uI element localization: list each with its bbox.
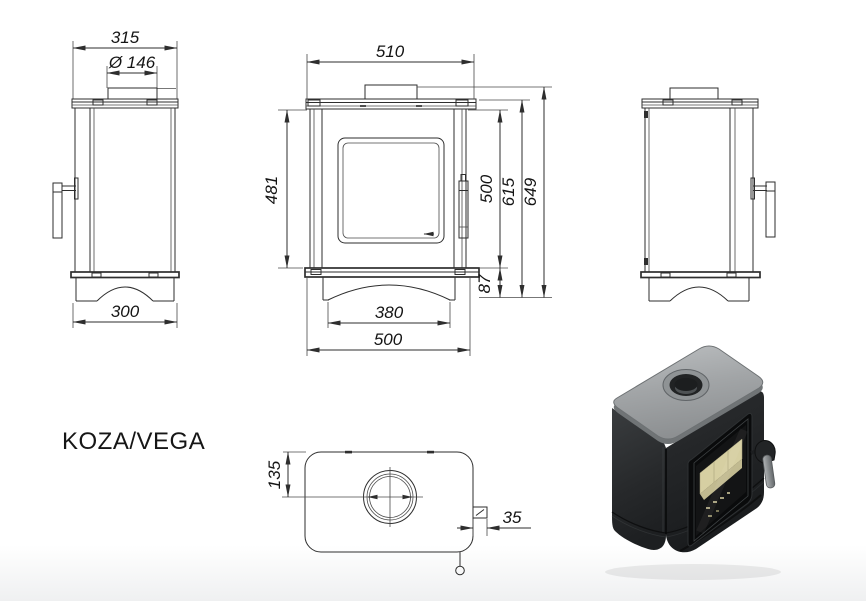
dim-width-base: 500 xyxy=(374,330,403,349)
render-ember-glints xyxy=(706,492,730,517)
base-arch xyxy=(96,286,154,302)
render-shadow xyxy=(605,564,781,580)
base-arch xyxy=(327,284,451,301)
dim-depth-base: 300 xyxy=(111,302,140,321)
flue-collar xyxy=(669,87,719,99)
dim-glass-height: 481 xyxy=(262,176,281,204)
door-glass-inner xyxy=(342,142,440,239)
door-glass-outer xyxy=(337,137,445,244)
side-view-right xyxy=(640,87,776,302)
dim-flue-diameter: Ø 146 xyxy=(108,53,156,72)
handle-tab xyxy=(472,506,488,519)
side-view-left-dimensions: 315 Ø 146 300 xyxy=(72,28,178,328)
base-arch xyxy=(669,286,729,302)
sheet-bottom-shading xyxy=(0,545,866,601)
door-handle-side xyxy=(52,182,63,239)
front-view-dimensions: 510 481 500 87 615 649 380 50 xyxy=(262,42,552,356)
dim-base-height: 87 xyxy=(475,274,494,293)
door-handle-side xyxy=(765,181,776,238)
top-view: 135 35 xyxy=(265,450,531,576)
hinge-mark-top xyxy=(644,111,648,118)
render-firebricks-floor xyxy=(700,459,742,500)
dim-door-height: 500 xyxy=(477,174,496,203)
front-view: 510 481 500 87 615 649 380 50 xyxy=(262,42,552,356)
dim-width-top: 510 xyxy=(376,42,405,61)
model-name: KOZA/VEGA xyxy=(62,428,205,455)
hinge-mark-bottom xyxy=(644,258,648,265)
render-handle-bar xyxy=(762,454,776,489)
flue-collar xyxy=(364,84,418,99)
handle-knob xyxy=(455,565,465,576)
dim-depth-top: 315 xyxy=(111,28,140,47)
side-view-left: 315 Ø 146 300 xyxy=(52,28,180,328)
dim-handle-offset: 35 xyxy=(503,508,522,527)
stove-3d-render xyxy=(605,345,781,580)
render-side-panel xyxy=(612,408,666,550)
render-base-arch xyxy=(679,494,762,552)
dim-flue-center-offset: 135 xyxy=(265,460,284,489)
front-view-structure xyxy=(304,84,480,301)
side-view-left-structure xyxy=(52,87,180,302)
dim-total-height: 649 xyxy=(521,177,540,206)
dim-upper-height: 615 xyxy=(499,177,518,206)
top-view-dimensions: 135 35 xyxy=(265,451,531,536)
dim-arch-width: 380 xyxy=(375,303,404,322)
top-plate-outline xyxy=(304,451,474,553)
